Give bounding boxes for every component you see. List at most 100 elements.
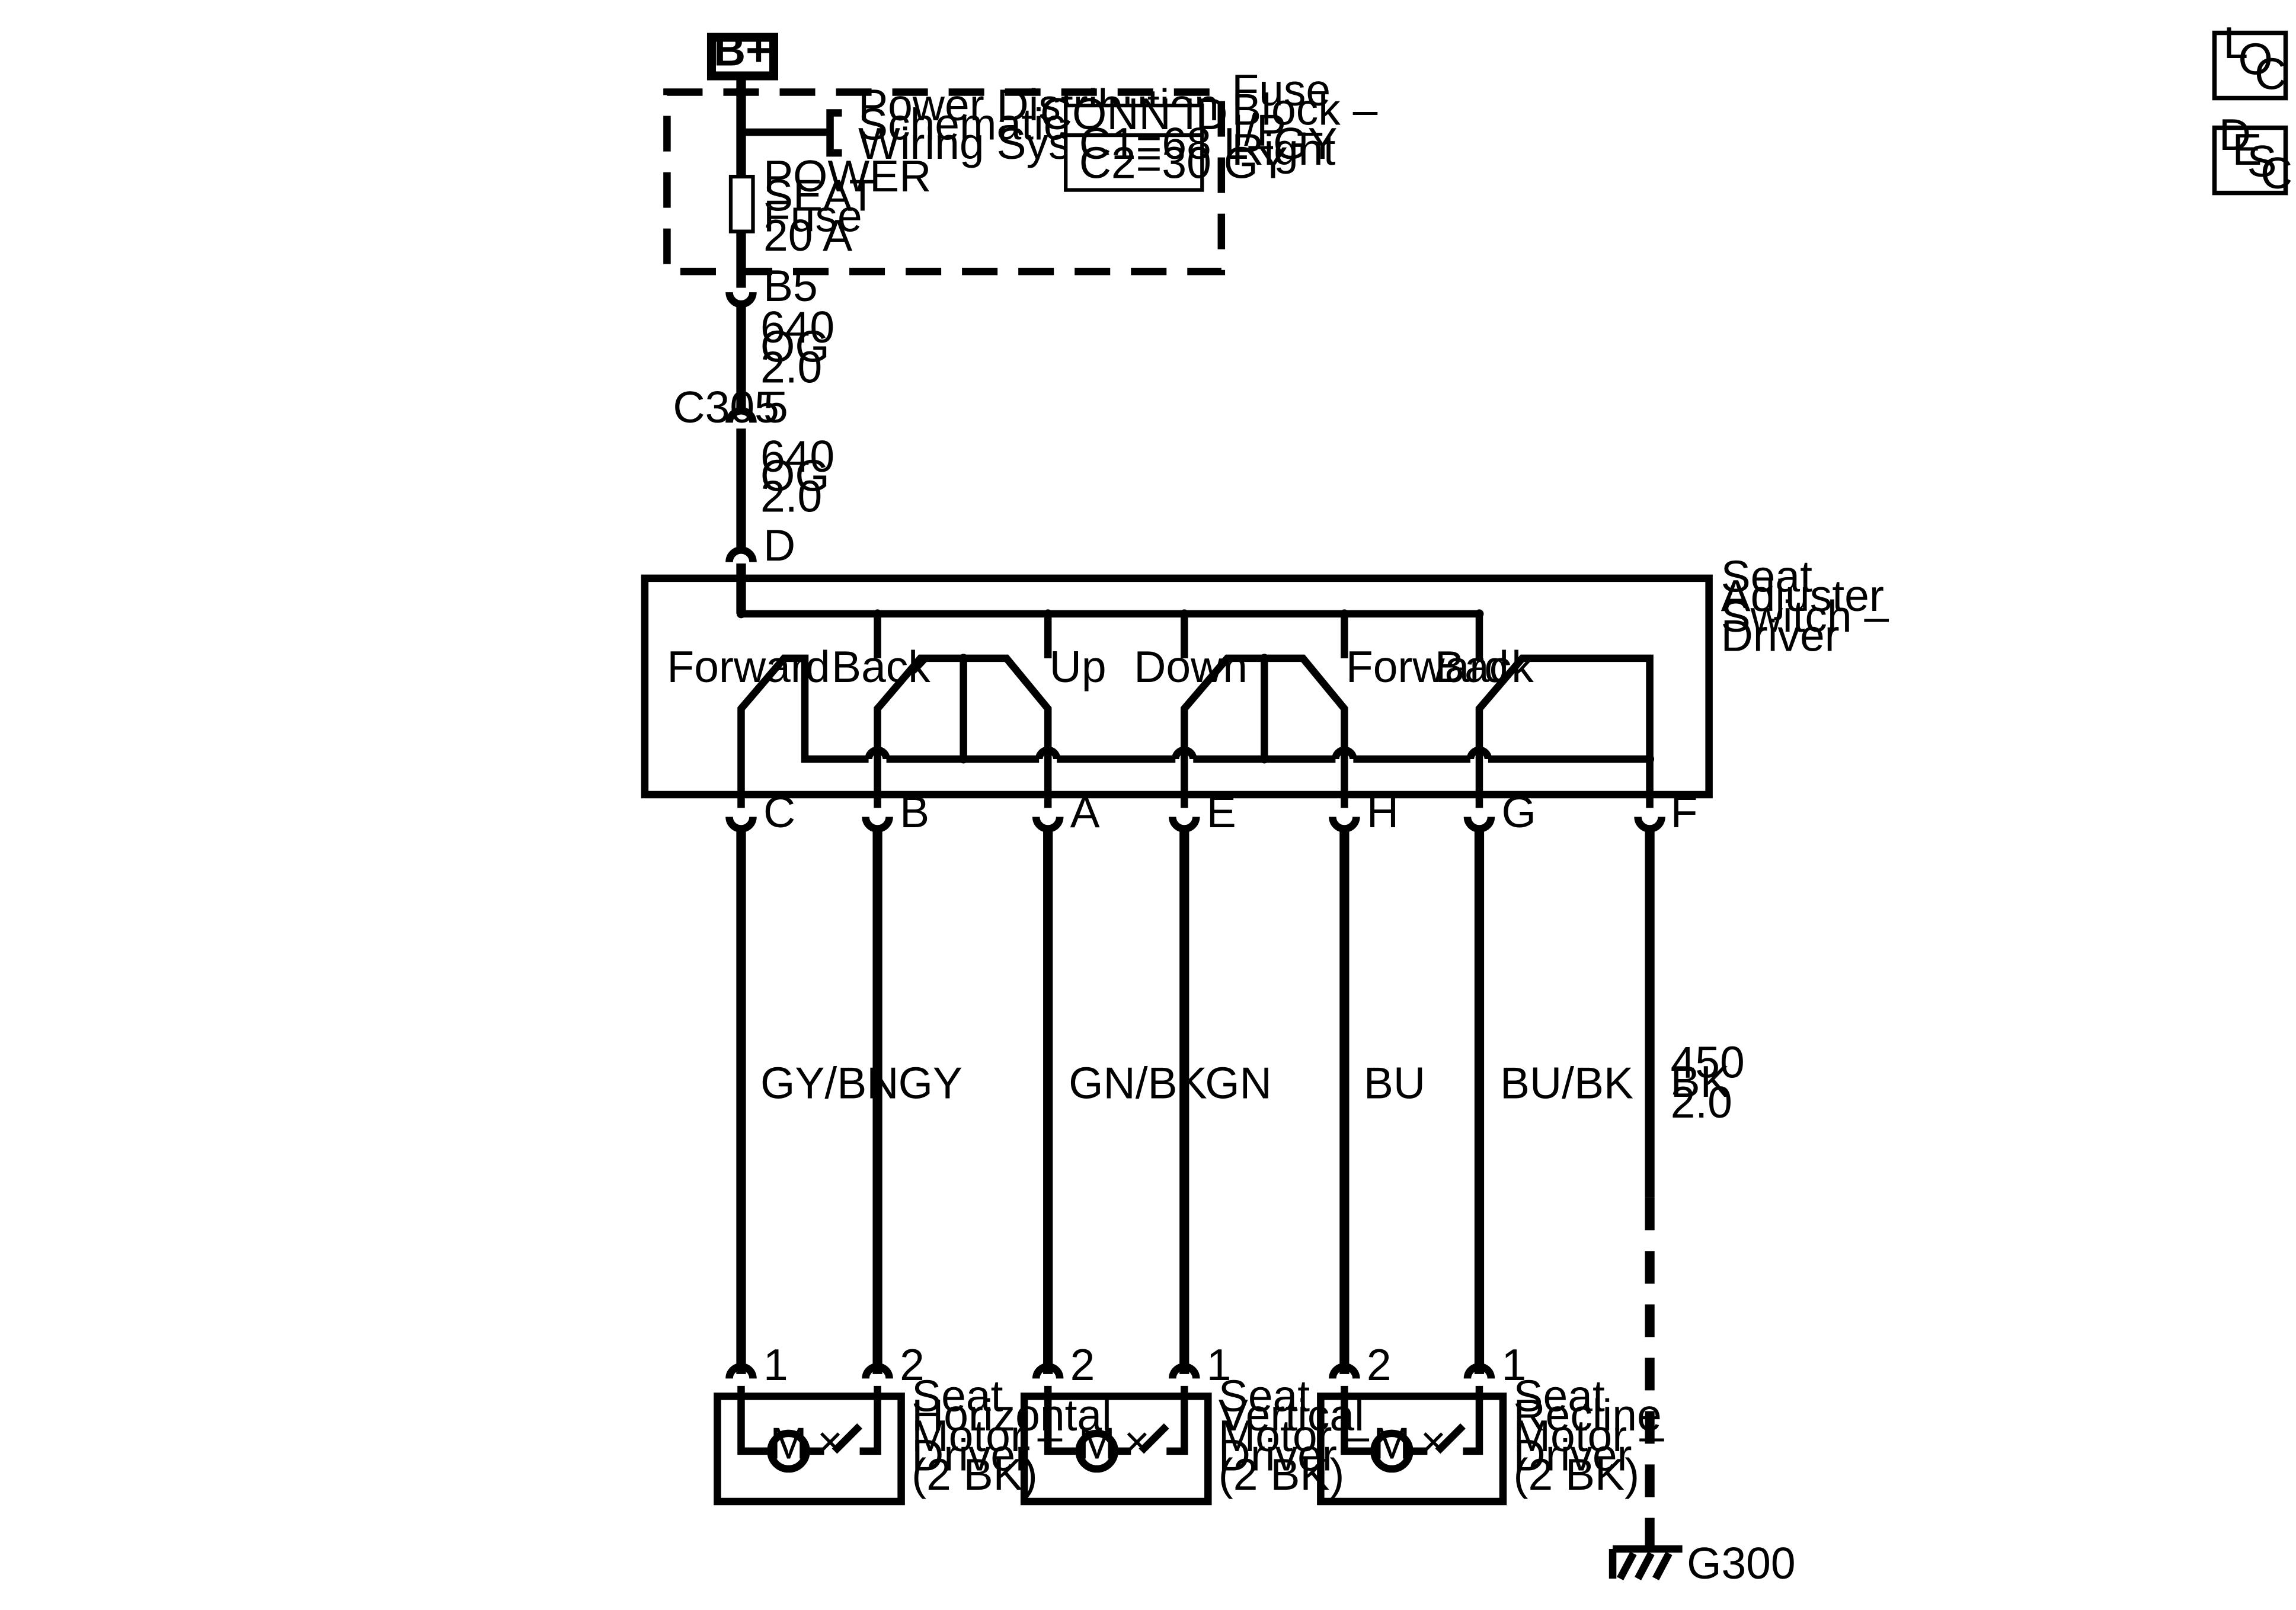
svg-text:20 A: 20 A (763, 210, 852, 260)
svg-text:1: 1 (1207, 1340, 1232, 1390)
svg-text:2.0: 2.0 (760, 343, 822, 392)
loc-button[interactable]: L O C (2212, 18, 2288, 101)
power-source: B+ (706, 25, 779, 81)
svg-text:M: M (1373, 1418, 1411, 1468)
svg-text:E: E (1207, 787, 1236, 837)
circuit-color-labels: GY/BN GY GN/BK GN BU BU/BK (760, 1058, 1633, 1108)
svg-text:O: O (2238, 34, 2272, 84)
seat-adjuster-switch: Forward Back Up Down Forward Back Seat A… (641, 551, 1889, 808)
svg-text:2.0: 2.0 (760, 471, 822, 521)
power-source-label: B+ (714, 25, 772, 75)
svg-text:×: × (817, 1417, 843, 1467)
fuse-block-name: Fuse Block – I/P – Right (1232, 65, 1377, 174)
svg-text:C: C (2255, 49, 2287, 99)
ground-wire-label: 450 BK 2.0 (1671, 1038, 1745, 1128)
svg-text:F: F (1671, 787, 1698, 837)
connector-c305: C305 5 (673, 382, 788, 432)
svg-text:BK: BK (1671, 1057, 1730, 1106)
svg-text:(2 BK): (2 BK) (1219, 1449, 1345, 1499)
label-back-1: Back (832, 642, 930, 692)
pin-e: E (1169, 787, 1236, 837)
svg-text:Motor –: Motor – (912, 1411, 1063, 1461)
svg-text:L: L (2223, 18, 2248, 68)
svg-text:1: 1 (1501, 1340, 1526, 1390)
circuit-label-gy-bn: GY/BN (760, 1058, 898, 1108)
pin-g: G (1463, 787, 1536, 837)
svg-text:C305: C305 (673, 382, 779, 432)
conn-id-box: CONN ID C1=68 L–GY C2=30 GY (1040, 89, 1338, 192)
svg-text:Adjuster: Adjuster (1721, 571, 1884, 620)
pin-c: C (725, 787, 795, 837)
fuse-block-outline (663, 88, 1226, 276)
svg-text:OG: OG (760, 450, 830, 500)
fuse-block: Power Distribution Schematics in Wiring … (663, 65, 1378, 276)
seat-recline-motor: 2 1 M × Seat Recline Motor – Driver (2 B… (1317, 1340, 1664, 1506)
svg-text:D: D (2219, 110, 2251, 159)
pin-f: F (1634, 787, 1698, 837)
svg-text:C1=68 L–GY: C1=68 L–GY (1079, 119, 1338, 168)
circuit-label-gy: GY (898, 1058, 962, 1108)
svg-text:(2 BK): (2 BK) (1513, 1449, 1639, 1499)
svg-text:Switch –: Switch – (1721, 591, 1889, 641)
svg-text:(2 BK): (2 BK) (912, 1449, 1038, 1499)
svg-text:2: 2 (1367, 1340, 1392, 1390)
svg-text:Right: Right (1232, 124, 1335, 174)
pin-b: B (862, 787, 929, 837)
svg-text:Seat: Seat (1219, 1371, 1310, 1420)
svg-text:×: × (1124, 1417, 1150, 1467)
circuit-label-gn: GN (1205, 1058, 1272, 1108)
label-back-2: Back (1435, 642, 1534, 692)
svg-text:640: 640 (760, 431, 834, 481)
svg-text:H: H (1367, 787, 1399, 837)
svg-text:×: × (1421, 1417, 1447, 1467)
svg-text:5: 5 (763, 382, 788, 432)
svg-text:Fuse: Fuse (1232, 65, 1331, 115)
label-up: Up (1050, 642, 1107, 692)
svg-text:D: D (763, 520, 795, 570)
svg-text:Seat: Seat (912, 1371, 1003, 1420)
label-forward-2: Forward (1346, 642, 1509, 692)
motor-circuits (736, 828, 1655, 1549)
svg-text:2: 2 (1070, 1340, 1095, 1390)
terminal-b5: B5 (725, 261, 818, 311)
desc-button[interactable]: D E S C (2212, 110, 2292, 198)
svg-text:2: 2 (900, 1340, 925, 1390)
power-seat-fuse (728, 174, 755, 233)
svg-text:A: A (1070, 787, 1100, 837)
svg-text:OG: OG (760, 322, 830, 372)
svg-text:S: S (2247, 136, 2276, 186)
switch-position-labels: Forward Back Up Down Forward Back (667, 642, 1534, 692)
ground-g300: G300 (1609, 1538, 1796, 1588)
svg-text:G300: G300 (1687, 1538, 1796, 1588)
svg-text:2.0: 2.0 (1671, 1077, 1732, 1127)
svg-text:Seat: Seat (1721, 551, 1812, 601)
switch-outline (641, 574, 1713, 799)
svg-text:SEAT: SEAT (763, 171, 876, 220)
svg-text:CONN ID: CONN ID (1040, 89, 1228, 139)
svg-text:Block –: Block – (1232, 85, 1377, 135)
wire-label-640-upper: 640 OG 2.0 (760, 302, 834, 392)
circuit-label-bu-bk: BU/BK (1500, 1058, 1633, 1108)
circuit-label-gn-bk: GN/BK (1069, 1058, 1207, 1108)
switch-pin-d: D (725, 520, 795, 570)
svg-text:M: M (770, 1418, 807, 1468)
svg-text:450: 450 (1671, 1038, 1745, 1087)
svg-text:640: 640 (760, 302, 834, 352)
svg-text:Fuse: Fuse (763, 191, 862, 241)
svg-text:Driver: Driver (912, 1430, 1030, 1480)
svg-text:Driver: Driver (1513, 1430, 1632, 1480)
svg-text:Motor –: Motor – (1513, 1411, 1664, 1461)
svg-text:I/P –: I/P – (1232, 105, 1322, 155)
svg-text:G: G (1501, 787, 1536, 837)
motor-3-name: Seat Recline Motor – Driver (2 BK) (1513, 1371, 1664, 1499)
switch-name: Seat Adjuster Switch – Driver (1721, 551, 1889, 660)
fuse-label: POWER SEAT Fuse 20 A (763, 151, 931, 260)
svg-text:Recline: Recline (1513, 1390, 1661, 1440)
pin-a: A (1032, 787, 1100, 837)
label-down: Down (1134, 642, 1248, 692)
svg-text:Seat: Seat (1513, 1371, 1604, 1420)
svg-text:Driver: Driver (1721, 610, 1840, 660)
svg-text:B: B (900, 787, 929, 837)
switch-output-pins: C B A E H G F (725, 787, 1698, 837)
